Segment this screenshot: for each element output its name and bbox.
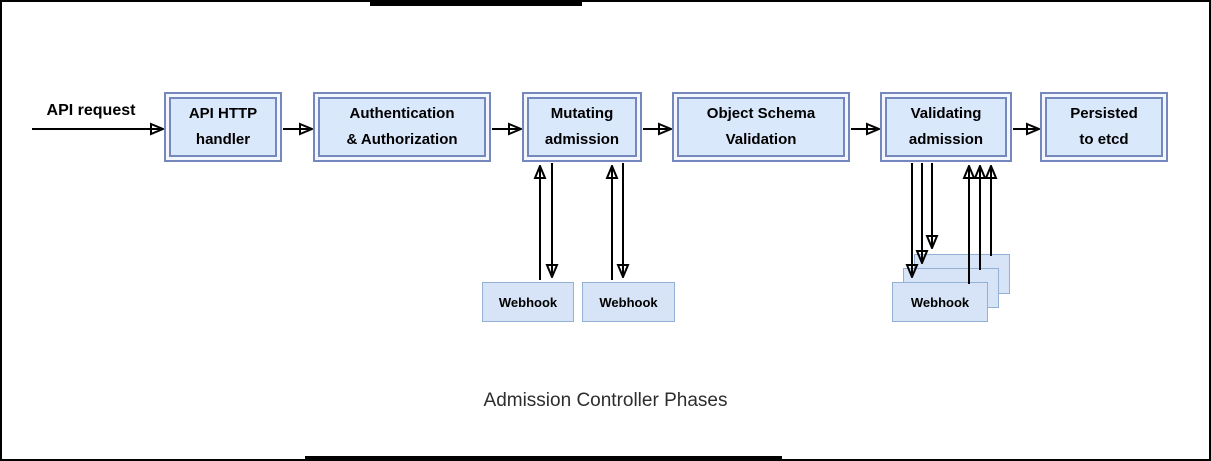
node-authentication-authorization: Authentication & Authorization [313, 92, 491, 162]
webhook-label: Webhook [498, 294, 558, 310]
mutating-webhook-1: Webhook [482, 282, 574, 322]
node-api-http-handler: API HTTP handler [164, 92, 282, 162]
node-validating-admission: Validating admission [880, 92, 1012, 162]
mutating-webhook-arrows [540, 163, 623, 280]
node-label-line: admission [544, 131, 620, 148]
validating-webhook-stack-front: Webhook [892, 282, 988, 322]
frame-top-segment [370, 2, 582, 6]
node-label-line: Validation [725, 131, 797, 148]
node-label-line: & Authorization [346, 131, 458, 148]
node-label-line: Mutating [550, 104, 614, 122]
webhook-label: Webhook [910, 294, 970, 310]
node-label-line: handler [195, 131, 251, 148]
node-label-line: Validating [910, 104, 982, 122]
node-mutating-admission: Mutating admission [522, 92, 642, 162]
node-object-schema-validation: Object Schema Validation [672, 92, 850, 162]
webhook-label: Webhook [599, 294, 658, 310]
mutating-webhook-2: Webhook [582, 282, 675, 322]
api-request-label: API request [46, 102, 136, 119]
node-label-line: Authentication [349, 104, 455, 122]
node-persisted-to-etcd: Persisted to etcd [1040, 92, 1168, 162]
diagram-title: Admission Controller Phases [483, 390, 728, 411]
frame-bottom-segment [305, 456, 782, 459]
node-label-line: to etcd [1079, 131, 1129, 148]
node-label-line: admission [908, 131, 984, 148]
node-label-line: Persisted [1070, 104, 1138, 122]
node-label-line: Object Schema [706, 104, 816, 122]
node-label-line: API HTTP [188, 104, 258, 122]
